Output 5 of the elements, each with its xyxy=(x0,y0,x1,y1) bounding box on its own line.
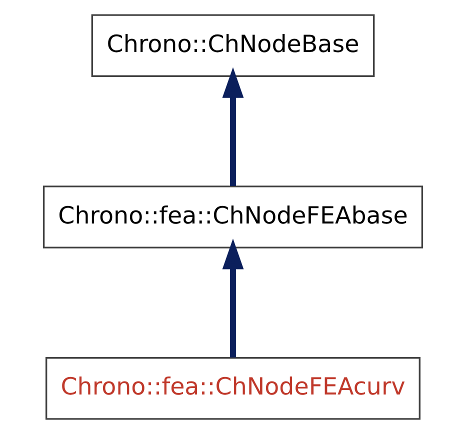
arrow xyxy=(222,238,244,358)
arrow xyxy=(222,67,244,186)
node-box: Chrono::fea::ChNodeFEAbase xyxy=(42,186,424,248)
node-box: Chrono::ChNodeBase xyxy=(91,14,375,77)
node-box: Chrono::fea::ChNodeFEAcurv xyxy=(45,357,421,420)
